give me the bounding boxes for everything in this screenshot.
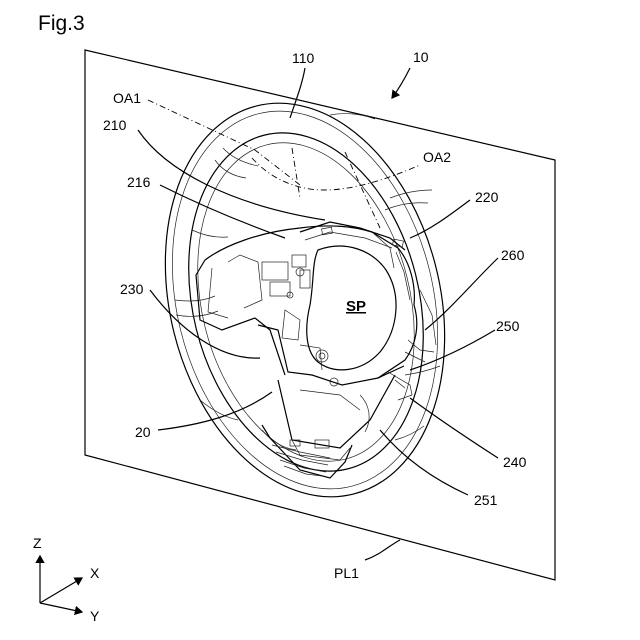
- label-250: 250: [496, 318, 520, 334]
- label-220: 220: [475, 189, 499, 205]
- label-210: 210: [103, 117, 127, 133]
- label-260: 260: [501, 247, 525, 263]
- axis-oa1-line: [148, 100, 300, 185]
- axis-oa2-line: [345, 152, 380, 228]
- axis-label-x: X: [90, 565, 100, 581]
- label-230: 230: [120, 281, 144, 297]
- label-251: 251: [474, 492, 498, 508]
- label-216: 216: [127, 174, 151, 190]
- label-pl1: PL1: [334, 565, 359, 581]
- label-110: 110: [292, 50, 315, 66]
- ref-10-arrow: [392, 68, 410, 98]
- label-sp: SP: [346, 298, 366, 315]
- label-10: 10: [413, 49, 429, 65]
- steering-wheel: [126, 73, 485, 526]
- coordinate-axes: Z X Y: [33, 535, 100, 624]
- axis-oa1-stub: [292, 148, 300, 198]
- axis-label-y: Y: [90, 608, 100, 624]
- figure-title: Fig.3: [38, 12, 85, 35]
- label-oa1: OA1: [113, 90, 141, 106]
- label-240: 240: [503, 454, 527, 470]
- label-oa2: OA2: [423, 149, 451, 165]
- axis-label-z: Z: [33, 535, 42, 551]
- label-20: 20: [135, 424, 151, 440]
